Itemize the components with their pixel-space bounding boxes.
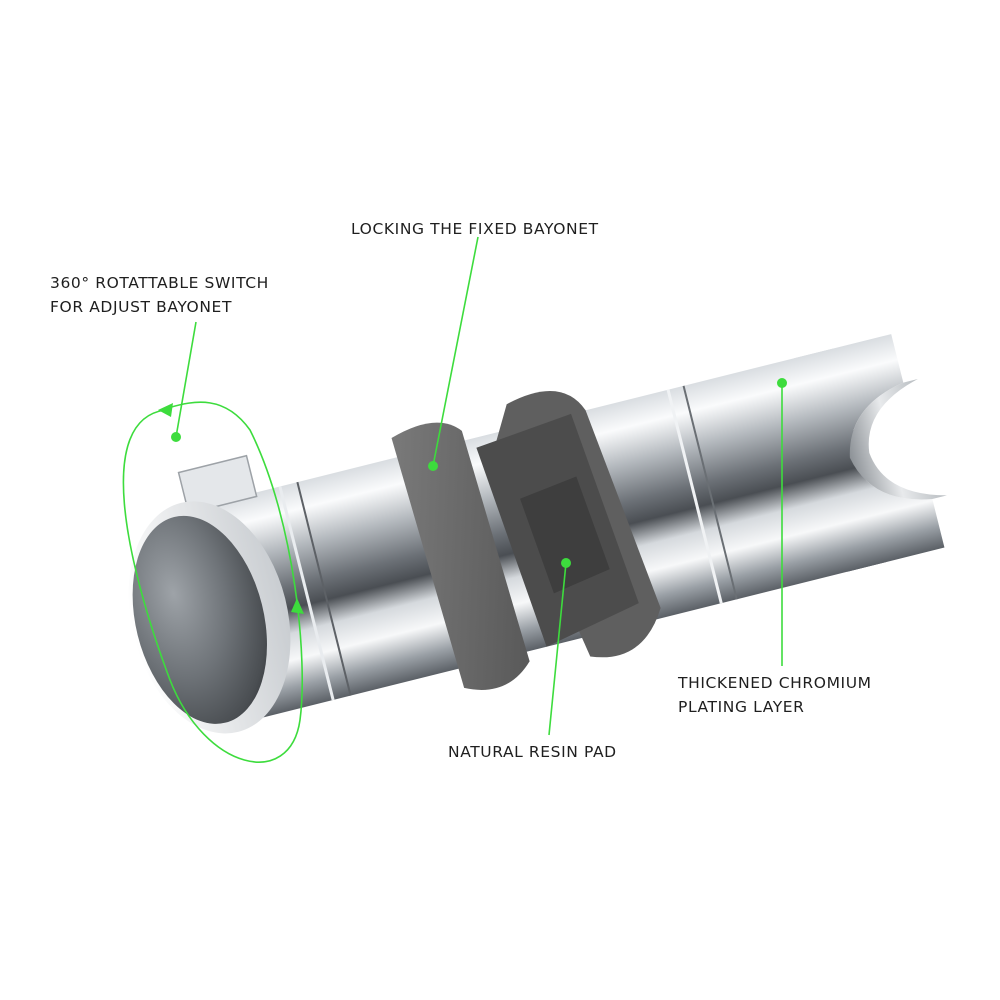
rotation-arrowhead-icon <box>158 403 173 417</box>
label-line: THICKENED CHROMIUM <box>678 674 872 692</box>
resin-pad-collar <box>391 422 530 690</box>
callout-line-switch <box>175 321 197 438</box>
seam-line <box>278 486 335 701</box>
callout-dot <box>777 378 787 388</box>
callout-dot <box>561 558 571 568</box>
rotation-arrowhead-icon <box>291 598 304 614</box>
label-line: PLATING LAYER <box>678 698 805 716</box>
callout-dot <box>428 461 438 471</box>
resin-pad-notch <box>520 476 610 594</box>
label-line: 360° ROTATTABLE SWITCH <box>50 274 269 292</box>
callout-dot <box>171 432 181 442</box>
label-rotatable-switch: 360° ROTATTABLE SWITCH FOR ADJUST BAYONE… <box>50 271 269 319</box>
seam-line <box>666 389 723 604</box>
label-line: NATURAL RESIN PAD <box>448 743 617 761</box>
bayonet-clip-inner <box>849 378 947 500</box>
seam-line <box>682 385 738 600</box>
callout-line-locking <box>432 236 479 467</box>
callout-line-resin <box>548 562 567 736</box>
label-chromium-layer: THICKENED CHROMIUM PLATING LAYER <box>678 671 872 719</box>
rotation-arrow-icon <box>122 401 303 763</box>
label-line: LOCKING THE FIXED BAYONET <box>351 220 599 238</box>
seam-line <box>296 481 352 696</box>
rotation-switch-tab <box>177 454 258 515</box>
label-line: FOR ADJUST BAYONET <box>50 298 233 316</box>
label-locking-bayonet: LOCKING THE FIXED BAYONET <box>351 217 599 241</box>
label-resin-pad: NATURAL RESIN PAD <box>448 740 617 764</box>
bayonet-clip-opening <box>794 334 945 572</box>
